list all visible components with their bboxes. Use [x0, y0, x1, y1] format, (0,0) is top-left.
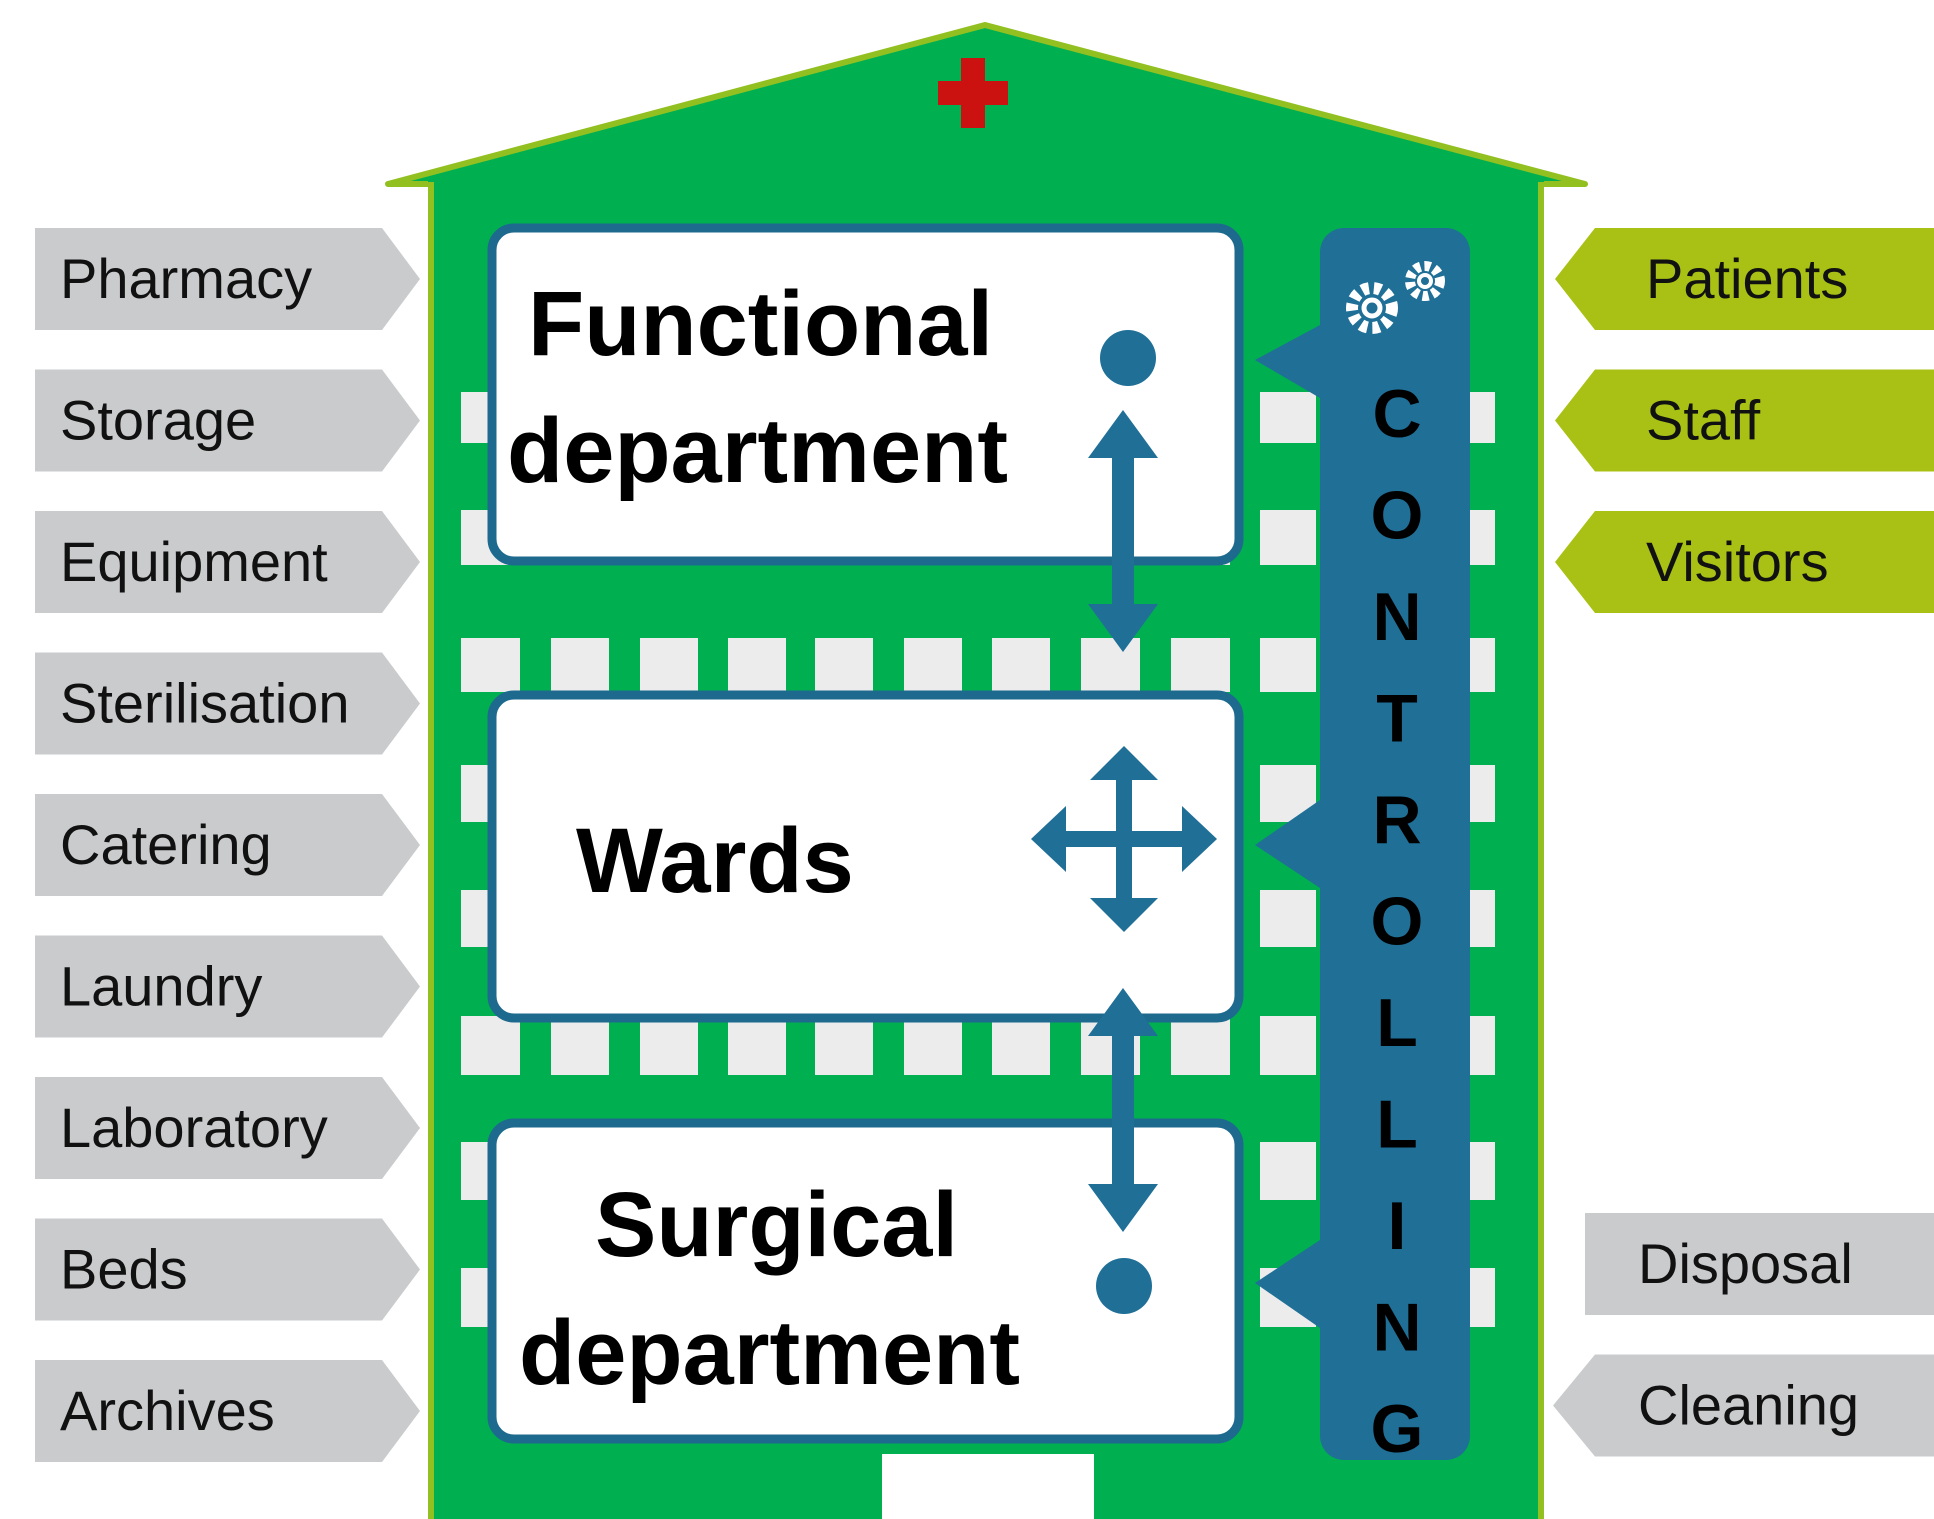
controlling-letter: R	[1372, 782, 1421, 858]
tag-shape	[1555, 228, 1934, 330]
surgical-dot	[1096, 1258, 1152, 1314]
wards-label: Wards	[576, 810, 854, 912]
window	[1081, 638, 1140, 692]
functional-department-line1: Functional	[528, 273, 993, 375]
tag-shape	[35, 1360, 420, 1462]
supply-tag: Storage	[35, 369, 420, 472]
window	[992, 638, 1050, 692]
inflow-tag: Staff	[1555, 369, 1934, 472]
functional-department-box: Functional department	[487, 223, 1244, 566]
controlling-letter: G	[1371, 1391, 1424, 1467]
supply-tag-label: Catering	[60, 813, 272, 876]
supply-tag-label: Equipment	[60, 530, 328, 593]
controlling-letter: T	[1376, 681, 1418, 757]
supply-tag-label: Pharmacy	[60, 247, 312, 310]
inflow-tag: Patients	[1555, 228, 1934, 330]
tag-shape	[35, 511, 420, 613]
window	[992, 1016, 1050, 1075]
window	[1171, 1016, 1230, 1075]
functional-department-line2: department	[507, 400, 1008, 502]
window	[1260, 1142, 1316, 1200]
supply-tag: Catering	[35, 794, 420, 896]
building-door	[882, 1454, 1094, 1519]
controlling-letter: O	[1371, 478, 1424, 554]
red-cross-icon	[938, 58, 1008, 128]
controlling-letter: N	[1372, 1290, 1421, 1366]
window	[815, 638, 873, 692]
supply-tag: Archives	[35, 1360, 420, 1462]
surgical-department-line2: department	[519, 1302, 1020, 1404]
supply-tag-label: Laboratory	[60, 1096, 328, 1159]
supply-tag: Laboratory	[35, 1077, 420, 1179]
window	[815, 1016, 873, 1075]
window	[904, 638, 962, 692]
window	[461, 638, 520, 692]
window	[1260, 638, 1316, 692]
tag-shape	[35, 369, 420, 472]
window	[904, 1016, 962, 1075]
outflow-tag-label: Disposal	[1638, 1232, 1853, 1295]
tag-shape	[1555, 511, 1934, 613]
controlling-letter: O	[1371, 884, 1424, 960]
tag-shape	[35, 1077, 420, 1179]
inflow-tag-label: Staff	[1646, 389, 1761, 452]
window	[461, 1016, 520, 1075]
window	[1260, 1016, 1316, 1075]
outflow-tag: Cleaning	[1553, 1354, 1934, 1457]
surgical-department-box: Surgical department	[487, 1118, 1244, 1444]
outflow-tag-label: Cleaning	[1638, 1374, 1859, 1437]
controlling-letter: L	[1376, 985, 1418, 1061]
controlling-letter: I	[1388, 1188, 1407, 1264]
outflow-tag: Disposal	[1585, 1213, 1934, 1315]
window	[1260, 392, 1316, 443]
supply-tag: Sterilisation	[35, 652, 420, 755]
wards-box: Wards	[487, 690, 1244, 1023]
supply-tag-label: Beds	[60, 1238, 188, 1301]
window	[728, 638, 786, 692]
four-way-arrow-icon	[1031, 746, 1217, 932]
window	[551, 638, 609, 692]
inflow-tag-label: Patients	[1646, 247, 1848, 310]
window	[640, 1016, 698, 1075]
tag-shape	[35, 228, 420, 330]
window	[1171, 638, 1230, 692]
supply-tag: Pharmacy	[35, 228, 420, 330]
controlling-letter: L	[1376, 1087, 1418, 1163]
tag-shape	[35, 794, 420, 896]
supply-tag-label: Archives	[60, 1379, 275, 1442]
inflow-tag-label: Visitors	[1646, 530, 1829, 593]
supply-tag: Beds	[35, 1218, 420, 1321]
supply-tag-label: Sterilisation	[60, 672, 349, 735]
gears-icon	[1346, 261, 1445, 334]
controlling-letter: C	[1372, 376, 1421, 452]
window	[551, 1016, 609, 1075]
window	[1260, 510, 1316, 565]
inflow-tag: Visitors	[1555, 511, 1934, 613]
wards-surgical-arrow	[1088, 988, 1158, 1232]
tag-shape	[35, 652, 420, 755]
tag-shape	[35, 935, 420, 1038]
controlling-letter: N	[1372, 579, 1421, 655]
functional-dot	[1100, 330, 1156, 386]
supply-tag-label: Laundry	[60, 955, 262, 1018]
functional-wards-arrow	[1088, 410, 1158, 652]
window	[1260, 890, 1316, 947]
tag-shape	[1585, 1213, 1934, 1315]
tag-shape	[35, 1218, 420, 1321]
supply-tag: Laundry	[35, 935, 420, 1038]
window	[640, 638, 698, 692]
supply-tag: Equipment	[35, 511, 420, 613]
supply-tag-label: Storage	[60, 389, 256, 452]
window	[728, 1016, 786, 1075]
tag-shape	[1555, 369, 1934, 472]
surgical-department-line1: Surgical	[595, 1174, 958, 1276]
tag-shape	[1553, 1354, 1934, 1457]
supply-tags: PharmacyStorageEquipmentSterilisationCat…	[35, 228, 420, 1462]
